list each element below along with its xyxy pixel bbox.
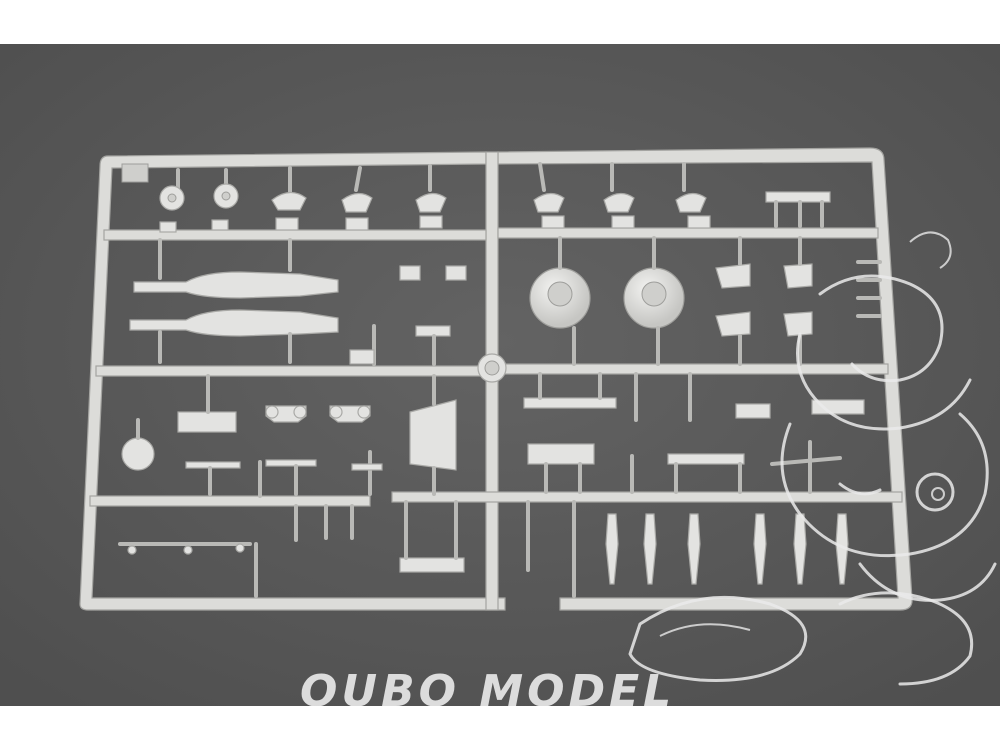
watermark-logo: OUBO MODEL [300,231,997,706]
sprue-photo: OUBO MODEL [0,44,1000,706]
watermark-text: OUBO MODEL [300,666,675,706]
sprue-parts-middle-right [529,236,882,366]
sprue-parts-top-left [159,164,447,233]
sprue-parts-lower-right [523,372,865,494]
sprue-parts-middle-left [129,238,467,366]
sprue-parts-bottom-row [118,500,849,598]
sprue-parts-lower-left [121,374,457,498]
sprue-parts-top-right [533,162,831,229]
sprue-frame [79,147,913,611]
